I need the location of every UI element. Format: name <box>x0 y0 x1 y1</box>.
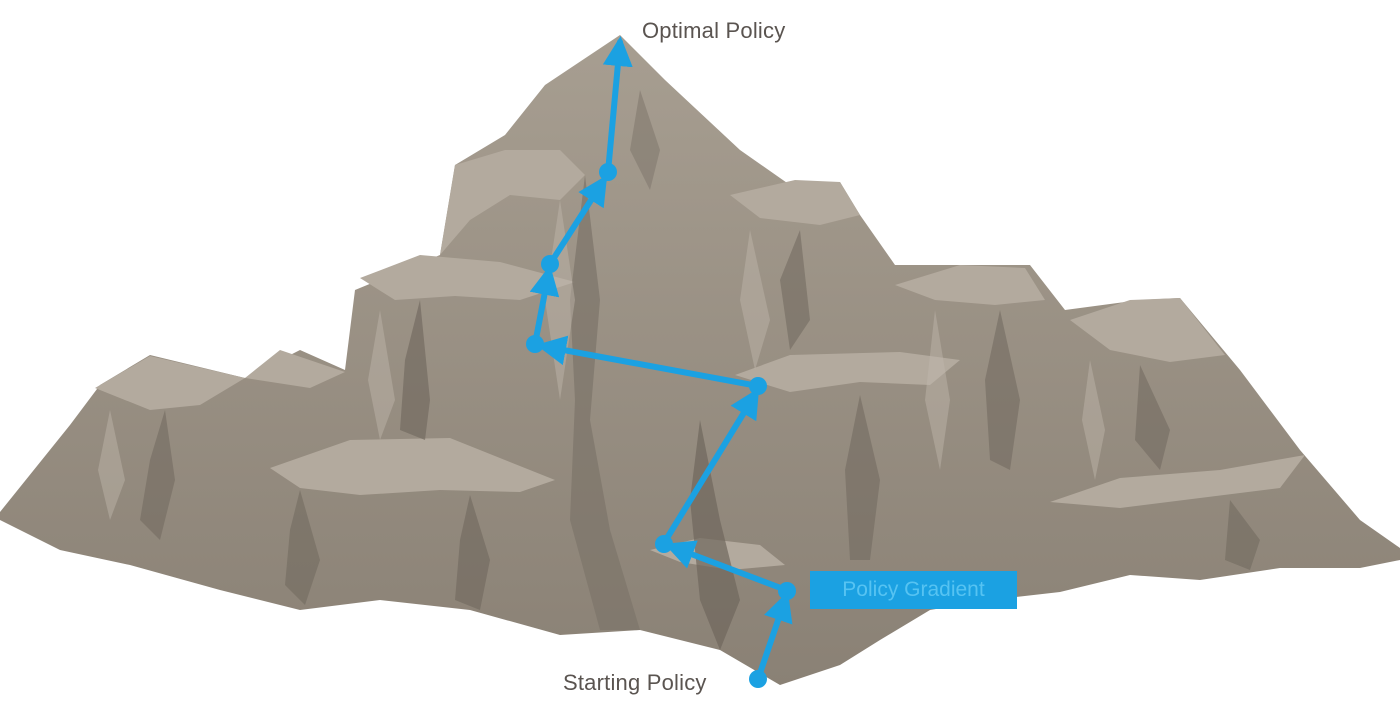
crevice <box>455 495 490 610</box>
plateau <box>1050 455 1305 508</box>
path-step <box>547 174 608 267</box>
highlight <box>368 310 395 440</box>
crevice <box>400 300 430 440</box>
path-step <box>529 265 560 347</box>
path-node <box>655 535 673 553</box>
highlight <box>98 410 125 520</box>
policy-gradient-box: Policy Gradient <box>810 571 1017 609</box>
path-step <box>664 540 789 593</box>
path-step <box>602 36 633 175</box>
crevice <box>140 410 175 540</box>
path-node <box>526 335 544 353</box>
crevice <box>985 310 1020 470</box>
gradient-path <box>526 36 796 688</box>
plateau <box>270 438 555 495</box>
path-step <box>755 591 793 682</box>
crevice <box>630 90 660 190</box>
mountain-silhouette <box>0 35 1400 685</box>
crevice <box>285 490 320 605</box>
crevice <box>570 175 640 630</box>
crevice <box>845 395 880 560</box>
path-step <box>536 335 761 389</box>
highlight <box>925 310 950 470</box>
path-node <box>541 255 559 273</box>
path-node <box>778 582 796 600</box>
crevice <box>780 230 810 350</box>
path-node <box>599 163 617 181</box>
path-node <box>749 377 767 395</box>
path-node <box>749 670 767 688</box>
starting-policy-label: Starting Policy <box>563 670 707 695</box>
plateau <box>730 180 860 225</box>
plateau <box>735 352 960 392</box>
plateau <box>895 265 1045 305</box>
path-step <box>661 387 760 546</box>
plateau <box>245 350 345 388</box>
crevice <box>1225 500 1260 570</box>
plateau <box>95 356 245 410</box>
mountain <box>0 35 1400 685</box>
policy-gradient-label: Policy Gradient <box>842 578 985 601</box>
highlight <box>740 230 770 370</box>
optimal-policy-label: Optimal Policy <box>642 18 786 43</box>
crevice <box>1135 365 1170 470</box>
plateau <box>1070 298 1225 362</box>
plateau <box>360 255 575 300</box>
highlight <box>1082 360 1105 480</box>
plateau <box>440 150 585 255</box>
